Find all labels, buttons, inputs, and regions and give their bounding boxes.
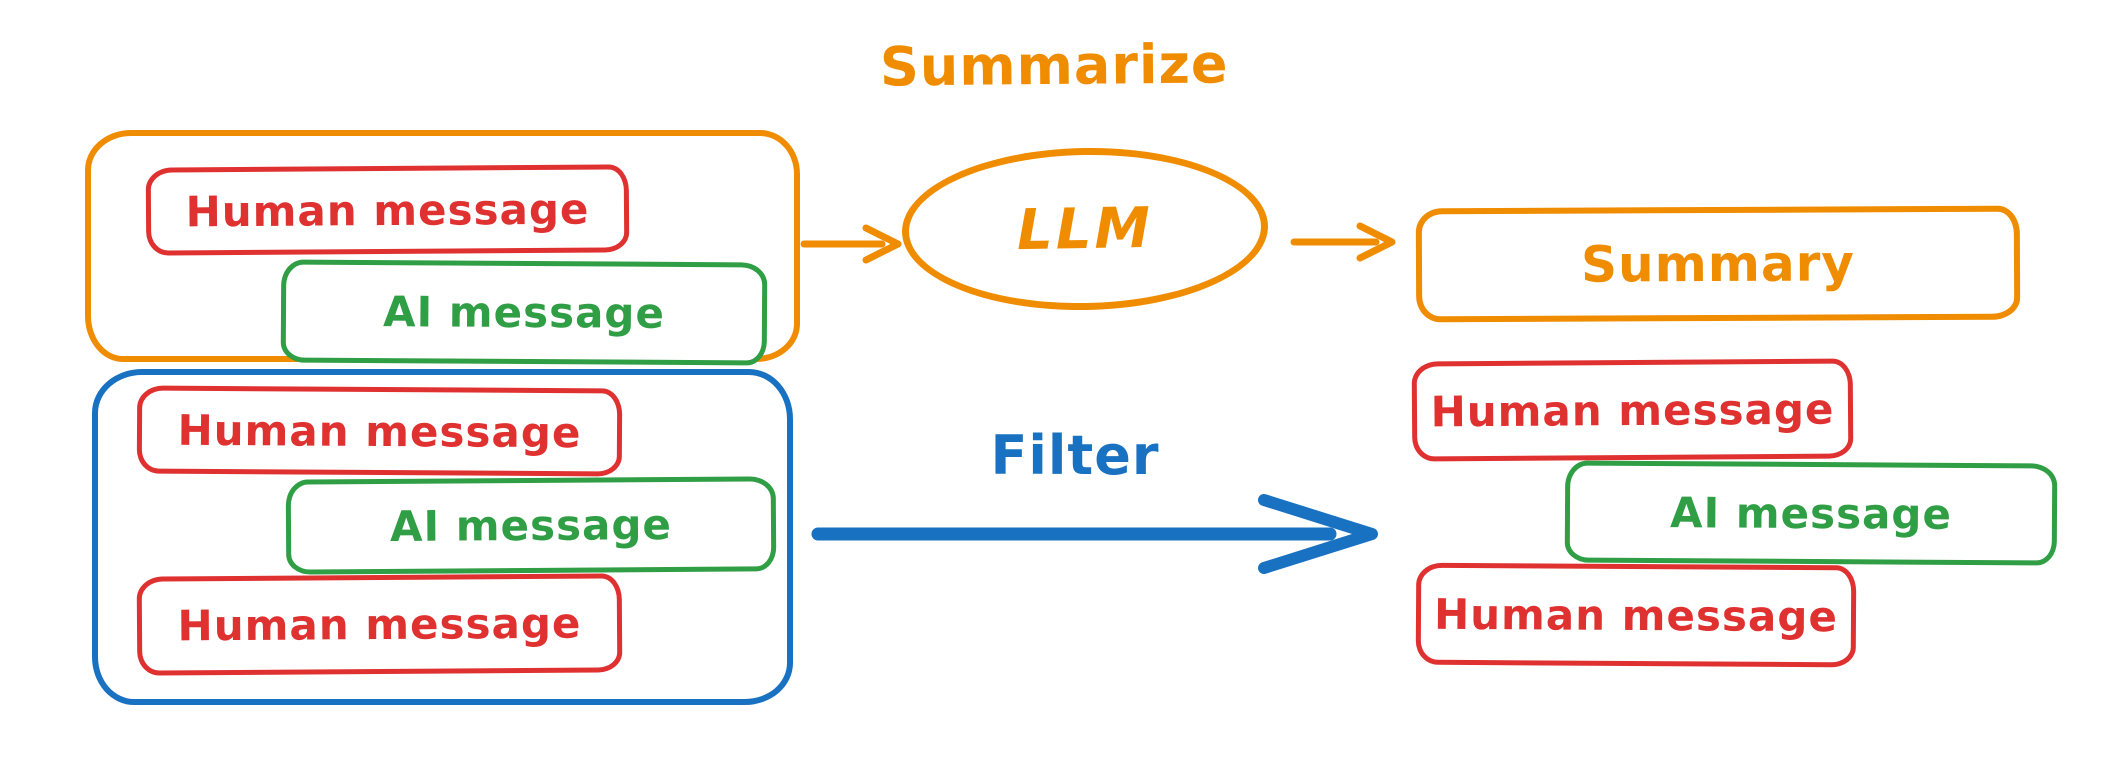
llm-node: LLM (900, 144, 1270, 314)
human-message-label: Human message (177, 598, 582, 651)
human-message-box: Human message (145, 164, 630, 256)
llm-to-summary-arrow-icon (1290, 222, 1396, 262)
llm-label: LLM (1016, 195, 1154, 263)
ai-message-box: AI message (285, 476, 777, 575)
ai-message-box: AI message (1564, 460, 2058, 566)
ai-message-label: AI message (1669, 487, 1953, 539)
summary-box: Summary (1415, 205, 2021, 323)
ai-message-label: AI message (389, 500, 673, 551)
filter-source-group: Human message AI message Human message (92, 369, 793, 705)
to-llm-arrow-icon (800, 224, 902, 264)
filter-flow-label: Filter (990, 424, 1160, 487)
ai-message-label: AI message (382, 287, 666, 338)
filter-arrow-icon (811, 494, 1378, 574)
human-message-label: Human message (1430, 384, 1835, 436)
human-message-label: Human message (1433, 589, 1839, 641)
ai-message-box: AI message (280, 259, 768, 366)
summary-label: Summary (1580, 234, 1856, 294)
human-message-box: Human message (1411, 358, 1854, 462)
summarize-flow-label: Summarize (879, 32, 1229, 99)
human-message-box: Human message (136, 385, 623, 477)
human-message-label: Human message (185, 184, 590, 236)
summarize-source-group: Human message AI message (85, 130, 800, 366)
human-message-box: Human message (136, 573, 623, 676)
human-message-label: Human message (177, 405, 582, 457)
human-message-box: Human message (1415, 562, 1857, 668)
